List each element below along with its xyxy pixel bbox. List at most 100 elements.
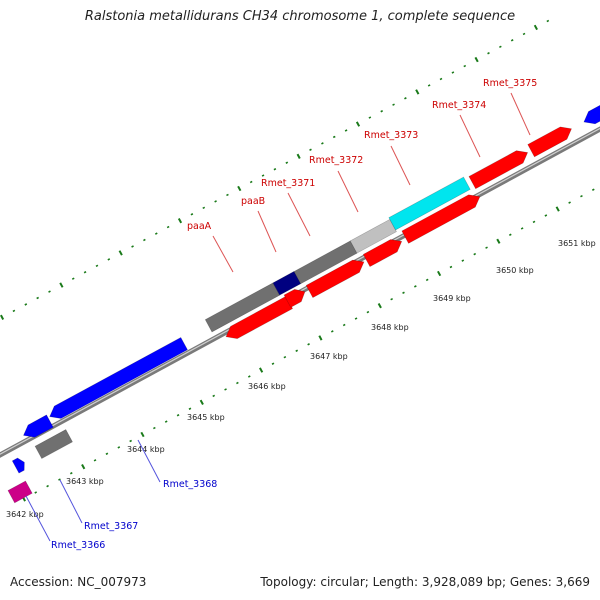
feature-arrow-shape xyxy=(225,295,294,339)
outer-tick xyxy=(83,270,87,274)
outer-tick xyxy=(36,296,39,300)
outer-tick xyxy=(296,153,301,159)
feature-arrow-shape xyxy=(527,126,572,158)
scale-tick-label: 3651 kbp xyxy=(558,239,596,248)
feature-arrow xyxy=(283,289,306,308)
inner-tick xyxy=(366,310,370,314)
inner-tick xyxy=(520,227,524,230)
outer-tick xyxy=(261,174,265,177)
gene-label-forward: Rmet_3374 xyxy=(432,100,486,111)
outer-tick xyxy=(107,258,111,261)
inner-tick xyxy=(69,471,73,475)
gene-label-leader xyxy=(390,145,411,186)
inner-tick xyxy=(473,252,477,256)
gene-label-reverse: Rmet_3366 xyxy=(51,540,105,551)
outer-tick xyxy=(533,24,538,31)
inner-tick xyxy=(58,478,61,481)
outer-tick xyxy=(0,314,5,320)
outer-tick xyxy=(439,77,443,81)
feature-block-shape xyxy=(349,218,397,254)
outer-tick xyxy=(321,142,324,145)
feature-arrow xyxy=(362,239,403,268)
feature-block-shape xyxy=(34,429,73,459)
feature-arrow xyxy=(11,457,25,474)
feature-block xyxy=(7,480,33,504)
gene-label-leader xyxy=(59,479,83,524)
feature-block xyxy=(388,176,471,231)
feature-block-shape xyxy=(388,176,471,231)
inner-tick xyxy=(105,452,109,456)
outer-tick xyxy=(24,303,28,306)
gene-label-leader xyxy=(212,235,234,273)
feature-arrow-shape xyxy=(583,92,600,125)
scale-tick-label: 3645 kbp xyxy=(187,413,225,422)
outer-tick xyxy=(451,71,455,74)
gene-label-forward: Rmet_3371 xyxy=(261,178,315,189)
inner-tick xyxy=(414,285,417,288)
feature-arrow xyxy=(49,337,188,419)
feature-block xyxy=(204,282,281,333)
outer-tick xyxy=(380,109,384,113)
inner-tick xyxy=(164,420,168,423)
feature-arrow-shape xyxy=(401,194,481,244)
outer-tick xyxy=(355,121,361,127)
inner-tick xyxy=(212,394,216,398)
inner-tick xyxy=(295,349,299,353)
inner-tick xyxy=(34,491,38,494)
outer-tick xyxy=(415,89,420,95)
outer-tick xyxy=(546,19,550,23)
inner-tick xyxy=(129,439,132,443)
inner-tick xyxy=(176,413,180,417)
inner-tick xyxy=(153,426,156,430)
scale-tick-label: 3642 kbp xyxy=(6,510,44,519)
feature-block-shape xyxy=(293,240,358,285)
inner-tick xyxy=(580,195,583,198)
genome-summary-text: Topology: circular; Length: 3,928,089 bp… xyxy=(260,575,590,589)
outer-tick xyxy=(190,213,194,216)
map-title: Ralstonia metallidurans CH34 chromosome … xyxy=(84,9,516,24)
gene-label-forward: paaA xyxy=(187,221,212,232)
scale-tick-label: 3644 kbp xyxy=(127,445,165,454)
feature-block xyxy=(349,218,397,254)
inner-tick xyxy=(568,201,571,204)
outer-tick xyxy=(59,282,64,288)
inner-tick xyxy=(425,278,429,282)
inner-tick xyxy=(508,233,512,237)
outer-tick xyxy=(154,232,158,235)
outer-tick xyxy=(118,250,123,256)
inner-tick xyxy=(461,259,465,262)
feature-arrow xyxy=(468,150,529,190)
outer-tick xyxy=(177,218,183,224)
feature-arrow-shape xyxy=(362,239,403,268)
outer-tick xyxy=(510,39,514,42)
gene-label-forward: paaB xyxy=(241,196,265,207)
scale-tick-label: 3648 kbp xyxy=(371,323,409,332)
inner-tick xyxy=(555,206,560,212)
inner-tick xyxy=(117,446,121,449)
inner-tick xyxy=(188,407,192,410)
outer-tick xyxy=(404,97,407,100)
inner-tick xyxy=(532,220,536,224)
outer-tick xyxy=(499,45,502,48)
gene-label-leader xyxy=(337,170,359,213)
inner-tick xyxy=(485,246,488,249)
inner-tick xyxy=(342,323,346,327)
feature-block xyxy=(293,240,358,285)
outer-tick xyxy=(273,167,277,171)
inner-tick xyxy=(224,388,227,391)
inner-tick xyxy=(330,330,334,333)
outer-tick xyxy=(226,193,229,197)
inner-tick xyxy=(544,214,548,217)
outer-tick xyxy=(392,103,395,106)
outer-tick xyxy=(427,84,431,87)
outer-tick xyxy=(522,32,526,36)
backbone-highlight xyxy=(0,127,600,455)
gene-label-reverse: Rmet_3367 xyxy=(84,521,138,532)
outer-tick xyxy=(12,309,16,313)
feature-arrow xyxy=(225,295,294,339)
inner-tick xyxy=(377,303,382,309)
inner-tick xyxy=(81,464,86,470)
scale-tick-label: 3650 kbp xyxy=(496,266,534,275)
outer-tick xyxy=(332,135,336,139)
